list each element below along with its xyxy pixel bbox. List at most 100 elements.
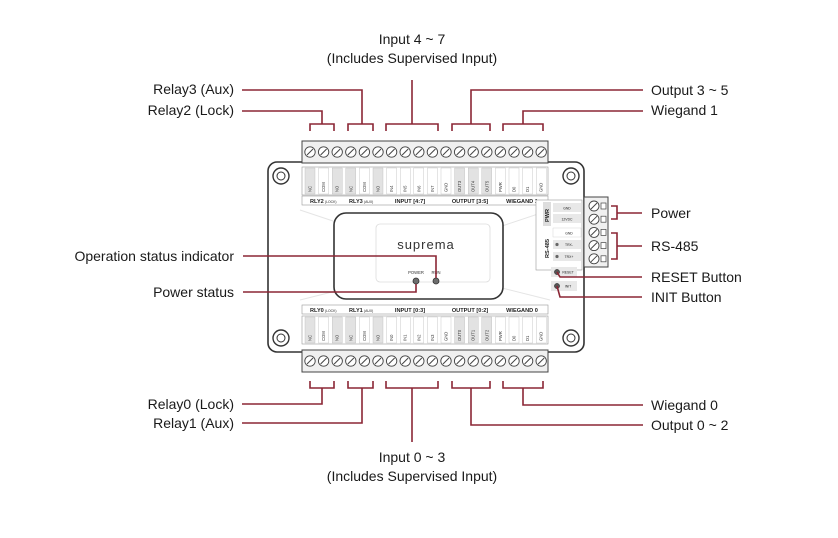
- top-terminal-screw: [535, 146, 547, 158]
- top-pin-label: OUT3: [457, 180, 462, 192]
- bottom-terminal-screw: [358, 355, 371, 367]
- top-group-rly2: RLY2: [310, 199, 324, 205]
- top-terminal-screw: [385, 146, 398, 158]
- top-pin-label: IN7: [430, 185, 435, 192]
- top-terminal-screw: [440, 146, 452, 158]
- top-terminal-screw: [399, 146, 411, 158]
- top-pin-label: OUT4: [471, 180, 476, 192]
- callout-lines: [242, 80, 643, 442]
- top-terminal-screw: [304, 146, 316, 158]
- top-group-rly3-sub: (AUX): [364, 200, 373, 204]
- bottom-pin-label: IN0: [389, 334, 394, 341]
- side-terminal-screw: [588, 213, 607, 225]
- bottom-pin-label: OUT1: [471, 329, 476, 341]
- bottom-terminal-screw: [413, 355, 425, 367]
- top-pin-label: OUT5: [484, 180, 489, 192]
- side-label-init: INIT: [565, 285, 571, 289]
- bottom-terminal-screw: [304, 355, 316, 367]
- label-input-top-note: (Includes Supervised Input): [327, 50, 497, 66]
- top-pin-label: NC: [308, 186, 313, 192]
- bottom-pin-label: NO: [376, 334, 381, 341]
- bottom-terminal-screw: [535, 355, 547, 367]
- label-relay2: Relay2 (Lock): [148, 102, 234, 118]
- bottom-terminal-screw: [481, 355, 493, 367]
- top-pin-label: IN6: [416, 185, 421, 192]
- label-operation-status: Operation status indicator: [74, 248, 234, 264]
- bottom-pin-label: D1: [525, 335, 530, 341]
- top-pin-label: D0: [512, 186, 517, 192]
- top-terminal-screw: [358, 146, 371, 158]
- label-rs485: RS-485: [651, 238, 699, 254]
- bottom-terminal-screw: [317, 355, 330, 367]
- label-init-button: INIT Button: [651, 289, 722, 305]
- bottom-terminal-screw: [399, 355, 411, 367]
- top-pin-label: COM: [362, 182, 367, 192]
- callout-labels: Input 4 ~ 7 (Includes Supervised Input) …: [74, 31, 741, 484]
- bottom-pin-label: OUT2: [484, 329, 489, 341]
- bottom-pin-label: IN2: [416, 334, 421, 341]
- top-pin-label: NO: [376, 185, 381, 192]
- side-terminal-screw: [588, 200, 607, 212]
- label-input-bottom: Input 0 ~ 3: [379, 449, 446, 465]
- led-power-label: POWER: [408, 270, 424, 275]
- top-terminal-screw: [331, 146, 343, 158]
- label-relay0: Relay0 (Lock): [148, 396, 234, 412]
- top-pin-label: GND: [444, 183, 449, 192]
- bottom-terminal-block: RLY0 (LOCK) RLY1 (AUX) INPUT [0:3] OUTPU…: [301, 304, 549, 373]
- bottom-terminal-screw: [426, 355, 439, 367]
- label-wiegand0: Wiegand 0: [651, 397, 718, 413]
- bottom-pin-label: COM: [362, 331, 367, 341]
- top-group-rly3: RLY3: [349, 199, 363, 205]
- side-label-rs485: RS-485: [545, 239, 551, 258]
- top-terminal-screw: [372, 146, 384, 158]
- top-pin-label: NC: [348, 186, 353, 192]
- bottom-terminal-screw: [372, 355, 384, 367]
- top-group-rly2-sub: (LOCK): [325, 200, 337, 204]
- top-terminal-screw: [453, 146, 466, 158]
- label-relay1: Relay1 (Aux): [153, 415, 234, 431]
- bottom-pin-label: COM: [321, 331, 326, 341]
- side-label-trx-neg: TRX-: [565, 243, 573, 247]
- bottom-terminal-screw: [345, 355, 357, 367]
- bottom-pin-label: NC: [348, 335, 353, 341]
- top-terminal-screw: [494, 146, 507, 158]
- top-group-input: INPUT [4:7]: [395, 199, 425, 205]
- bottom-terminal-screw: [521, 355, 534, 367]
- top-pin-label: IN4: [389, 185, 394, 192]
- bottom-pin-label: NO: [335, 334, 340, 341]
- label-input-bottom-note: (Includes Supervised Input): [327, 468, 497, 484]
- top-group-wiegand: WIEGAND 1: [506, 199, 538, 205]
- top-pin-label: D1: [525, 186, 530, 192]
- top-terminal-screw: [481, 146, 493, 158]
- side-terminal-screw: [588, 253, 607, 265]
- top-terminal-screw: [317, 146, 330, 158]
- bottom-pin-label: GND: [539, 332, 544, 341]
- bottom-terminal-screw: [467, 355, 479, 367]
- bottom-terminal-screw: [385, 355, 398, 367]
- bottom-terminal-screw: [331, 355, 343, 367]
- top-terminal-screw: [508, 146, 520, 158]
- top-terminal-screw: [467, 146, 479, 158]
- bottom-pin-label: IN3: [430, 334, 435, 341]
- label-relay3: Relay3 (Aux): [153, 81, 234, 97]
- bottom-group-rly1: RLY1: [349, 308, 363, 314]
- bottom-terminal-screw: [453, 355, 466, 367]
- top-terminal-screw: [413, 146, 425, 158]
- label-reset-button: RESET Button: [651, 269, 742, 285]
- bottom-pin-label: IN1: [403, 334, 408, 341]
- side-terminal-block: PWR GND 12VDC RS-485 GND TRX- TRX+ RESET…: [535, 196, 609, 291]
- side-label-trx-pos: TRX+: [565, 255, 574, 259]
- bottom-pin-label: OUT0: [457, 329, 462, 341]
- side-terminal-screw: [588, 226, 607, 238]
- bottom-group-output: OUTPUT [0:2]: [452, 308, 488, 314]
- power-led: [412, 277, 420, 285]
- side-label-gnd: GND: [563, 207, 571, 211]
- brand-logo: suprema: [397, 237, 455, 252]
- label-wiegand1: Wiegand 1: [651, 102, 718, 118]
- side-label-12vdc: 12VDC: [562, 218, 573, 222]
- run-led: [432, 277, 440, 285]
- side-terminal-screw: [588, 240, 607, 252]
- bottom-terminal-screw: [508, 355, 520, 367]
- top-terminal-screw: [426, 146, 439, 158]
